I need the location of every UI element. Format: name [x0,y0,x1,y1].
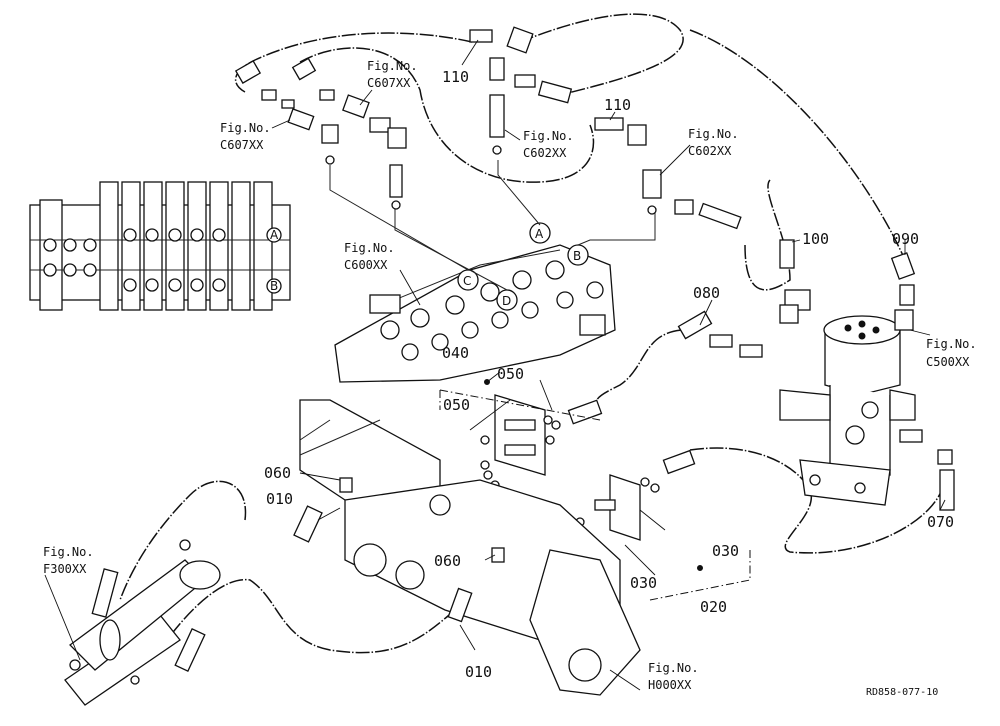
inset-port-b-label: B [270,279,278,293]
part-040-label: 040 [442,344,469,362]
hose-lines [119,13,946,654]
drawing-reference: RD858-077-10 [866,687,938,698]
fig-label-c500: Fig.No. [926,337,977,351]
part-110-label-b: 110 [604,96,631,114]
boom-bracket [299,399,641,696]
fig-c500: C500XX [926,355,970,369]
port-d-label: D [502,294,511,308]
port-c-label: C [463,274,471,288]
fig-label-c607-right: Fig.No. [367,59,418,73]
fig-label-f300: Fig.No. [43,545,94,559]
label-leaders [44,39,946,691]
fig-label-h000: Fig.No. [648,661,699,675]
plate-assemblies [480,394,696,541]
boom-cylinder [64,539,221,706]
part-080-label: 080 [693,284,720,302]
part-010-label-a: 010 [266,490,293,508]
part-030-label-b: 030 [630,574,657,592]
port-a-label: A [535,227,544,241]
part-070-label: 070 [927,513,954,531]
fig-c600: C600XX [344,258,388,272]
figure-reference-labels: Fig.No. C607XX Fig.No. C607XX Fig.No. C6… [43,59,977,692]
upper-fittings [234,26,742,230]
part-030-label-a: 030 [712,542,739,560]
fig-c607-left: C607XX [220,138,264,152]
fig-label-c600: Fig.No. [344,241,395,255]
swivel-fittings [677,239,955,511]
group-brackets [439,389,751,601]
part-010-label-b: 010 [465,663,492,681]
connection-leaders [329,160,656,291]
fig-c607-right: C607XX [367,76,411,90]
port-b-label: B [573,249,581,263]
fig-c602-mid: C602XX [523,146,567,160]
control-valve-closeup [334,244,616,383]
part-050-label-b: 050 [443,396,470,414]
fig-label-c602-right: Fig.No. [688,127,739,141]
fig-label-c602-mid: Fig.No. [523,129,574,143]
part-090-label: 090 [892,230,919,248]
fig-h000: H000XX [648,678,692,692]
part-100-label: 100 [802,230,829,248]
part-020-label: 020 [700,598,727,616]
threaded-ends [91,477,505,672]
fig-label-c607-left: Fig.No. [220,121,271,135]
part-060-label-b: 060 [434,552,461,570]
inset-port-a-label: A [270,228,279,242]
fig-c602-right: C602XX [688,144,732,158]
part-110-label-a: 110 [442,68,469,86]
part-060-label-a: 060 [264,464,291,482]
control-valve-inset: A B [29,181,291,311]
part-050-label-a: 050 [497,365,524,383]
part-number-labels: 110 110 100 090 080 070 060 060 050 050 … [264,68,954,681]
fig-f300: F300XX [43,562,87,576]
swivel-joint [779,289,916,506]
